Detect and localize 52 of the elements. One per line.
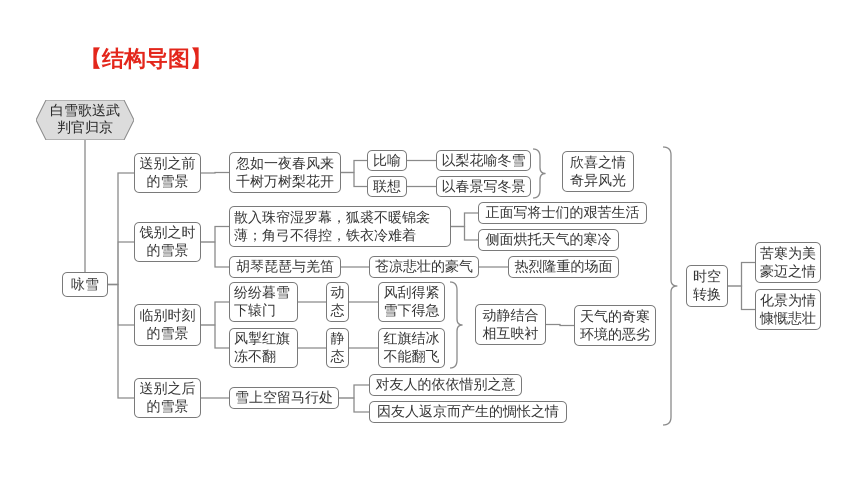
title-hexagon: 白雪歌送武判官归京 bbox=[36, 100, 134, 140]
connector-line bbox=[339, 397, 369, 413]
connector-line bbox=[108, 284, 134, 399]
topic-box: 以春景写冬景 bbox=[436, 176, 531, 197]
topic-box: 以梨花喻冬雪 bbox=[436, 150, 531, 171]
topic-box: 化景为情慷慨悲壮 bbox=[755, 289, 821, 330]
topic-box: 雪上空留马行处 bbox=[229, 387, 339, 409]
connector-line bbox=[201, 172, 229, 174]
topic-box: 风掣红旗冻不翻 bbox=[229, 328, 298, 368]
topic-box: 联想 bbox=[367, 176, 407, 197]
topic-box: 苍凉悲壮的豪气 bbox=[369, 256, 479, 278]
heading: 【结构导图】 bbox=[80, 46, 212, 74]
topic-box: 风刮得紧雪下得急 bbox=[378, 282, 445, 322]
topic-box: 纷纷暮雪下辕门 bbox=[229, 282, 298, 322]
connector-line bbox=[201, 241, 229, 268]
topic-box: 天气的奇寒环境的恶劣 bbox=[574, 305, 656, 346]
topic-box: 送别之前的雪景 bbox=[134, 153, 201, 193]
connector-line bbox=[298, 301, 326, 303]
connector-line bbox=[341, 172, 367, 188]
topic-box: 欣喜之情奇异风光 bbox=[562, 151, 634, 192]
connector-line bbox=[349, 347, 378, 349]
topic-box: 比喻 bbox=[367, 150, 407, 171]
topic-box: 动静结合相互映衬 bbox=[475, 304, 546, 345]
connector-line bbox=[349, 301, 378, 303]
connector-line bbox=[546, 324, 574, 326]
connector-line bbox=[201, 324, 229, 349]
connector-line bbox=[407, 160, 436, 162]
topic-box: 动态 bbox=[326, 282, 349, 322]
topic-box: 时空转换 bbox=[686, 265, 728, 307]
connector-line bbox=[407, 186, 436, 188]
topic-box: 送别之后的雪景 bbox=[134, 378, 201, 418]
topic-box: 苦寒为美豪迈之情 bbox=[755, 242, 821, 283]
connector-line bbox=[298, 347, 326, 349]
topic-box: 热烈隆重的场面 bbox=[508, 256, 619, 278]
topic-box: 临别时刻的雪景 bbox=[134, 304, 201, 346]
connector-line bbox=[728, 285, 755, 310]
connector-line bbox=[451, 226, 478, 241]
topic-box: 散入珠帘湿罗幕，狐裘不暖锦衾薄；角弓不得控，铁衣冷难着 bbox=[229, 206, 451, 247]
topic-box: 饯别之时的雪景 bbox=[134, 222, 201, 262]
connector-line bbox=[341, 266, 369, 268]
topic-box: 静态 bbox=[326, 328, 349, 368]
topic-box: 胡琴琵琶与羌笛 bbox=[229, 256, 341, 278]
topic-box: 侧面烘托天气的寒冷 bbox=[478, 229, 619, 251]
topic-box: 正面写将士们的艰苦生活 bbox=[478, 202, 647, 224]
connector-line bbox=[201, 397, 229, 399]
connector-line bbox=[479, 266, 508, 268]
topic-box: 对友人的依依惜别之意 bbox=[369, 374, 522, 396]
topic-box: 忽如一夜春风来千树万树梨花开 bbox=[229, 152, 341, 193]
topic-box: 因友人返京而产生的惆怅之情 bbox=[369, 401, 567, 423]
topic-box: 红旗结冰不能翻飞 bbox=[378, 328, 445, 368]
topic-box: 咏雪 bbox=[62, 272, 108, 297]
connector-line bbox=[84, 140, 86, 272]
